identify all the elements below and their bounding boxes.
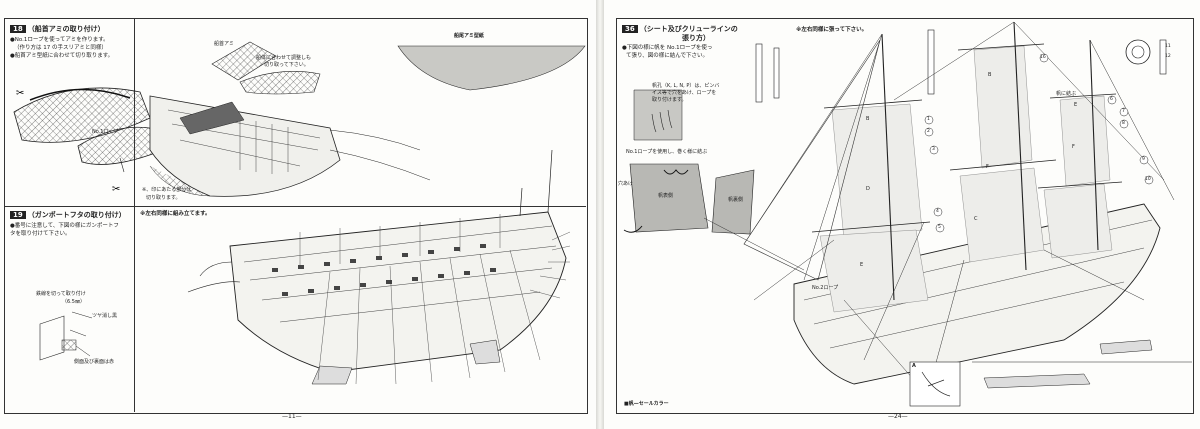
callout-8: 8 xyxy=(1122,121,1125,126)
callout-9: 9 xyxy=(1142,157,1145,162)
section19-divider xyxy=(134,206,135,412)
sail-front-label: 帆表側 xyxy=(658,193,674,199)
section36-step-2: て張り、図の様に結んで下さい。 xyxy=(626,53,709,59)
callout-11: 11 xyxy=(1165,44,1171,49)
stern-net-template xyxy=(397,45,586,91)
rope-label: No.1ロープ xyxy=(92,129,119,135)
sail-letter-f-1: F xyxy=(986,164,989,170)
sail-letter-c: C xyxy=(974,216,978,222)
section36-title-1: （シート及びクリューラインの xyxy=(639,25,738,33)
cut-note: 鉄線を切って取り付け xyxy=(36,291,86,297)
template-label: 船尾アミ型紙 xyxy=(454,33,484,39)
rope-knot-note: No.1ロープを使用し、巻く様に結ぶ xyxy=(626,149,708,155)
glue-note-1: ※、印にあたる部分は xyxy=(142,187,192,193)
callout-1: 1 xyxy=(927,117,930,122)
section36-header: 36（シート及びクリューラインの xyxy=(622,24,738,34)
hinge-note: ツヤ消し黒 xyxy=(92,313,118,319)
left-frame xyxy=(4,18,588,414)
callout-3: 3 xyxy=(932,147,935,152)
section36-title-2: 張り方） xyxy=(682,34,710,42)
section18-step-2: （作り方は 17 の手スリアミと同様） xyxy=(14,45,107,51)
right-frame xyxy=(616,18,1194,414)
callout-16: 16 xyxy=(1040,55,1046,60)
glue-note-2: 切り取ります。 xyxy=(146,195,181,201)
right-page: 36（シート及びクリューラインの 張り方） ●下図の様に帆を No.1ロープを使… xyxy=(604,0,1200,429)
sail-front xyxy=(629,163,709,233)
section36-number: 36 xyxy=(622,25,638,33)
left-illustrations: ✂ ✂ xyxy=(13,41,586,385)
section19-header: 19（ガンポートフタの取り付け） xyxy=(10,210,126,220)
gunport-detail xyxy=(39,315,65,361)
callout-12: 12 xyxy=(1165,54,1171,59)
bow-net-label: 船首アミ xyxy=(214,41,234,47)
left-page-number: —11— xyxy=(282,413,302,420)
bow-net-top xyxy=(211,41,277,81)
cut-size: （6.5㎜） xyxy=(62,299,85,305)
sail-holes-note-1: 帆孔（K, L, N, P）は、ピンバ xyxy=(652,83,720,89)
sail-color-legend: ■帆—セールカラー xyxy=(624,401,669,407)
sail-back xyxy=(711,169,755,235)
hole-label: 穴あけ xyxy=(618,181,634,187)
book-gutter xyxy=(596,0,604,429)
scissors-icon-2: ✂ xyxy=(112,184,120,195)
section19-number: 19 xyxy=(10,211,26,219)
inset-a-label: A xyxy=(912,363,916,369)
sail-holes-note-3: 取り付けます。 xyxy=(652,97,687,103)
sail-letter-b-1: B xyxy=(988,72,992,78)
scissors-icon: ✂ xyxy=(16,88,24,99)
tie-label: 帆に結ぶ xyxy=(1056,91,1077,97)
sail-detail-1 xyxy=(633,89,683,141)
section18-step-1: ●No.1ロープを使ってアミを作ります。 xyxy=(10,37,109,43)
rope-no2-label: No.2ロープ xyxy=(812,285,839,291)
callout-4: 4 xyxy=(936,209,939,214)
section18-header: 18（船首アミの取り付け） xyxy=(10,24,105,34)
callout-6: 6 xyxy=(1110,97,1113,102)
callout-10: 10 xyxy=(1145,177,1151,182)
section18-step-3: ●船首アミ型紙に合わせて切り取ります。 xyxy=(10,53,114,59)
sail-letter-f-2: F xyxy=(1072,144,1075,150)
sail-letter-b-2: B xyxy=(866,116,870,122)
section18-title: （船首アミの取り付け） xyxy=(27,25,105,33)
trim-note-1: 船体に合わせて調整しも xyxy=(256,55,312,61)
section19-step-2: タを取り付けて下さい。 xyxy=(10,231,71,237)
section18-number: 18 xyxy=(10,25,26,33)
jib-sail xyxy=(743,39,881,281)
section19-note: ※左右同様に組み立てます。 xyxy=(140,211,211,217)
trim-note-2: 切り取って下さい。 xyxy=(264,62,309,68)
inset-a xyxy=(909,361,961,407)
gunport-hull xyxy=(229,211,567,373)
paint-note: 側面及び裏面は赤 xyxy=(74,359,115,365)
section19-title: （ガンポートフタの取り付け） xyxy=(27,211,126,219)
section-divider xyxy=(4,206,586,207)
sail-letter-e-2: E xyxy=(860,262,864,268)
sail-back-label: 帆裏側 xyxy=(728,197,744,203)
section36-note: ※左右同様に張って下さい。 xyxy=(796,27,868,33)
callout-5: 5 xyxy=(938,225,941,230)
left-page: 18（船首アミの取り付け） ●No.1ロープを使ってアミを作ります。 （作り方は… xyxy=(0,0,596,429)
callout-7: 7 xyxy=(1122,109,1125,114)
right-page-number: —24— xyxy=(888,413,908,420)
section36-step-1: ●下図の様に帆を No.1ロープを使っ xyxy=(622,45,713,51)
right-illustrations xyxy=(623,21,1192,407)
callout-2: 2 xyxy=(927,129,930,134)
sail-holes-note-2: イス等で穴をあけ、ロープを xyxy=(652,90,717,96)
sail-letter-d: D xyxy=(866,186,870,192)
section19-step-1: ●番号に注意して、下図の様にガンポートフ xyxy=(10,223,119,229)
sail-letter-e-1: E xyxy=(1074,102,1078,108)
